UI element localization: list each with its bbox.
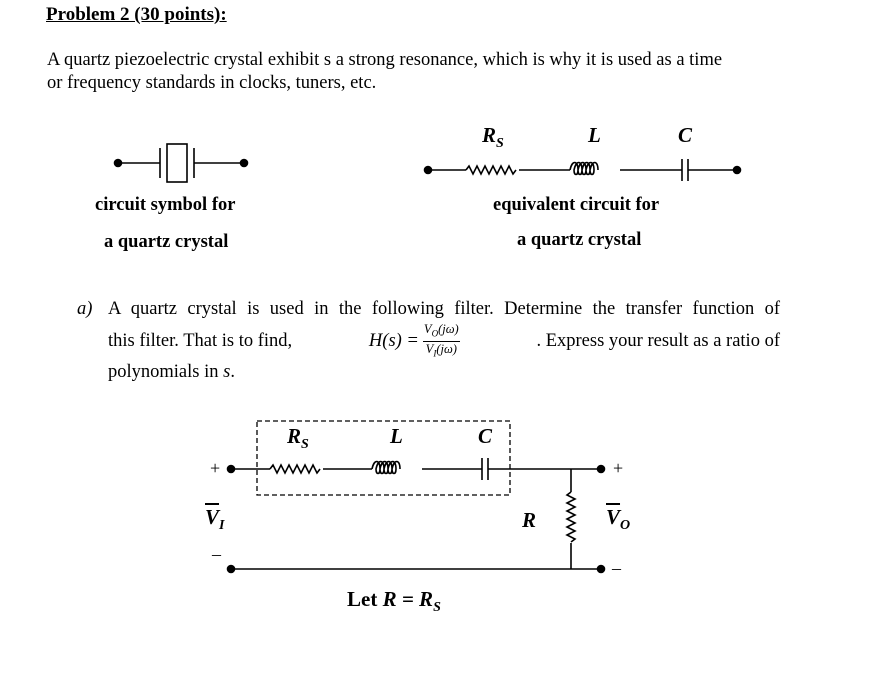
vo-minus-sign: – xyxy=(612,558,621,578)
filter-inductor xyxy=(371,460,401,475)
vi-minus-sign: – xyxy=(212,544,221,564)
filter-resistor-rs xyxy=(269,463,321,475)
vi-label: VI xyxy=(205,505,225,534)
equiv-rs-label: RS xyxy=(482,123,504,152)
equivalent-circuit xyxy=(423,159,742,181)
vo-plus-sign: + xyxy=(613,458,624,478)
hs-symbol: H(s) = xyxy=(368,330,419,351)
equiv-inductor xyxy=(569,161,599,176)
part-a-marker: a) xyxy=(77,299,93,319)
vi-plus-sign: + xyxy=(210,458,221,478)
filter-c-label: C xyxy=(478,424,493,448)
crystal-symbol xyxy=(113,143,249,183)
part-a-line-2: this filter. That is to find, H(s) = VO(… xyxy=(108,322,780,360)
filter-r-label: R xyxy=(522,508,537,532)
part-a-line-3: polynomials in s. xyxy=(108,362,235,382)
transfer-fraction: VO(jω) VI(jω) xyxy=(422,322,460,360)
filter-l-label: L xyxy=(390,424,403,448)
crystal-dashed-box xyxy=(256,420,511,496)
part-a-line-2-post: . Express your result as a ratio of xyxy=(536,330,780,351)
intro-line-1: A quartz piezoelectric crystal exhibit s… xyxy=(47,50,723,70)
vo-label: VO xyxy=(606,505,631,534)
symbol-caption-line-1: circuit symbol for xyxy=(95,195,236,215)
equiv-l-label: L xyxy=(588,123,601,147)
equiv-resistor xyxy=(465,164,517,176)
let-r-equals-rs: Let R = RS xyxy=(347,587,441,616)
problem-title: Problem 2 (30 points): xyxy=(46,4,227,25)
transfer-function: H(s) = VO(jω) VI(jω) xyxy=(369,322,460,360)
symbol-caption-line-2: a quartz crystal xyxy=(104,232,229,252)
filter-resistor-r xyxy=(565,491,577,543)
fraction-numerator: VO(jω) xyxy=(422,322,460,342)
intro-paragraph: A quartz piezoelectric crystal exhibit s… xyxy=(47,49,807,95)
equiv-c-label: C xyxy=(678,123,693,147)
filter-circuit xyxy=(226,420,606,574)
filter-rs-label: RS xyxy=(287,424,309,453)
intro-line-2: or frequency standards in clocks, tuners… xyxy=(47,73,377,93)
equiv-caption-line-1: equivalent circuit for xyxy=(493,195,660,215)
part-a-line-2-pre: this filter. That is to find, xyxy=(108,330,293,351)
part-a-line-1: A quartz crystal is used in the followin… xyxy=(108,299,780,319)
equiv-caption-line-2: a quartz crystal xyxy=(517,230,642,250)
fraction-denominator: VI(jω) xyxy=(425,341,457,359)
